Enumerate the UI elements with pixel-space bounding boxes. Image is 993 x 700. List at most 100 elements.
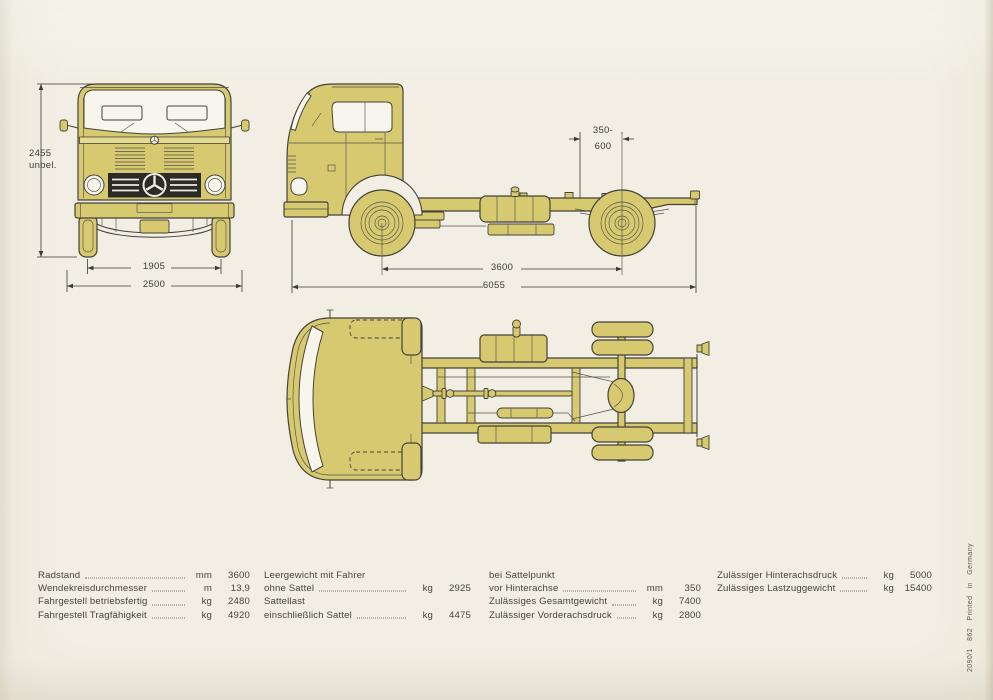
spec-column-1: Radstand mm 3600 Wendekreisdurchmesser m…	[38, 569, 250, 622]
spec-value: 350	[684, 583, 701, 595]
print-code: 2090/1 862 Printed in Germany	[967, 543, 974, 672]
spec-row: bei Sattelpunkt	[489, 569, 701, 582]
spec-label: Leergewicht mit Fahrer	[264, 570, 366, 581]
dotted-leader	[85, 566, 185, 579]
spec-row: Zulässiger Hinterachsdruck kg 5000	[717, 569, 932, 582]
side-dimension-lines	[291, 132, 697, 293]
dimension-wheelbase: 3600	[490, 262, 514, 273]
front-axle	[96, 217, 213, 238]
spec-unit: kg	[652, 596, 663, 608]
spec-value: 2925	[449, 583, 471, 595]
spec-label: Fahrgestell Tragfähigkeit	[38, 609, 147, 621]
spec-label: vor Hinterachse	[489, 583, 559, 595]
front-wheels-top	[401, 317, 422, 481]
spec-row: ohne Sattel kg 2925	[264, 582, 471, 595]
windshield-side	[290, 92, 312, 132]
dimension-overall-length: 6055	[482, 280, 506, 291]
dotted-leader	[356, 605, 406, 619]
side-view-drawing	[283, 83, 700, 293]
spec-label: bei Sattelpunkt	[489, 570, 555, 581]
side-window	[331, 101, 393, 133]
dimension-cab-height-note: unbel.	[29, 160, 57, 171]
battery-box-side	[487, 223, 555, 236]
taillight-brackets-top	[696, 341, 710, 450]
spec-unit: kg	[883, 570, 894, 581]
dotted-leader	[563, 579, 636, 592]
dotted-leader	[616, 605, 636, 619]
windshield-top	[298, 325, 324, 473]
front-windshield	[83, 89, 226, 135]
spec-unit: kg	[422, 609, 433, 621]
dotted-leader	[319, 579, 406, 592]
spec-unit: kg	[201, 609, 212, 621]
dotted-leader	[840, 579, 867, 592]
dimension-cab-height: 2455	[29, 148, 52, 159]
dimension-saddle-max: 600	[594, 141, 612, 152]
dimension-overall-width: 2500	[142, 279, 166, 290]
spec-value: 15400	[904, 583, 932, 595]
fuel-tank-top	[479, 319, 548, 363]
spec-row: einschließlich Sattel kg 4475	[264, 609, 471, 622]
spec-value: 5000	[910, 570, 932, 581]
spec-unit: kg	[422, 583, 433, 595]
dotted-leader	[842, 566, 867, 579]
spec-value: 4920	[228, 609, 250, 621]
dimension-track-width: 1905	[142, 261, 166, 272]
spec-unit: kg	[652, 609, 663, 621]
headlights	[83, 174, 226, 196]
spec-value: 13,9	[230, 583, 250, 595]
rear-dual-wheels	[591, 321, 654, 461]
spec-value: 2480	[228, 596, 250, 608]
spec-unit: kg	[201, 596, 212, 608]
spec-unit: mm	[195, 570, 212, 581]
side-mirrors	[59, 119, 250, 132]
dotted-leader	[152, 592, 185, 606]
spec-value: 4475	[449, 609, 471, 621]
headlight-side	[290, 177, 308, 196]
spec-row: Fahrgestell betriebsfertig kg 2480	[38, 595, 250, 608]
spec-column-3: bei Sattelpunkt vor Hinterachse mm 350 Z…	[489, 569, 701, 622]
axle-centerlines	[381, 134, 623, 275]
spec-value: 2800	[679, 609, 701, 621]
spec-label: Zulässiger Vorderachsdruck	[489, 609, 612, 621]
dotted-leader	[612, 592, 636, 606]
spec-label: Radstand	[38, 570, 81, 581]
spec-row: Zulässiges Gesamtgewicht kg 7400	[489, 595, 701, 608]
battery-box-top	[477, 425, 552, 444]
dimension-saddle-min: 350-	[592, 125, 614, 136]
dotted-leader	[151, 605, 185, 619]
spec-value: 3600	[228, 570, 250, 581]
spec-row: Wendekreisdurchmesser m 13,9	[38, 582, 250, 595]
spec-value: 7400	[679, 596, 701, 608]
dotted-leader	[152, 579, 185, 592]
spec-label: Zulässiges Gesamtgewicht	[489, 596, 608, 608]
spec-row: Zulässiger Vorderachsdruck kg 2800	[489, 609, 701, 622]
spec-row: Fahrgestell Tragfähigkeit kg 4920	[38, 609, 250, 622]
spec-unit: mm	[646, 583, 663, 595]
spec-row: Radstand mm 3600	[38, 569, 250, 582]
fuel-tank-side	[479, 186, 551, 223]
taillight-bracket-side	[690, 190, 700, 206]
spec-row: Sattellast	[264, 595, 471, 608]
spec-row: Zulässiges Lastzuggewicht kg 15400	[717, 582, 932, 595]
spec-unit: m	[203, 583, 212, 595]
driveshaft	[419, 371, 615, 420]
spec-label: Sattellast	[264, 596, 305, 608]
spec-unit: kg	[883, 583, 894, 595]
spec-row: Leergewicht mit Fahrer	[264, 569, 471, 582]
front-bumper	[74, 202, 235, 219]
hood-louvers	[115, 147, 194, 170]
front-grille	[108, 173, 201, 198]
spec-column-4: Zulässiger Hinterachsdruck kg 5000 Zuläs…	[717, 569, 932, 595]
spec-label: einschließlich Sattel	[264, 609, 352, 621]
front-view-drawing	[37, 83, 250, 292]
roof-hatch-front	[349, 319, 411, 339]
spec-row: vor Hinterachse mm 350	[489, 582, 701, 595]
mercedes-star-emblem-small	[150, 135, 159, 145]
spec-label: Fahrgestell betriebsfertig	[38, 596, 148, 608]
cab-steps	[409, 211, 445, 229]
muffler-top	[468, 407, 576, 422]
side-front-bumper	[283, 201, 329, 218]
spec-column-2: Leergewicht mit Fahrer ohne Sattel kg 29…	[264, 569, 471, 622]
